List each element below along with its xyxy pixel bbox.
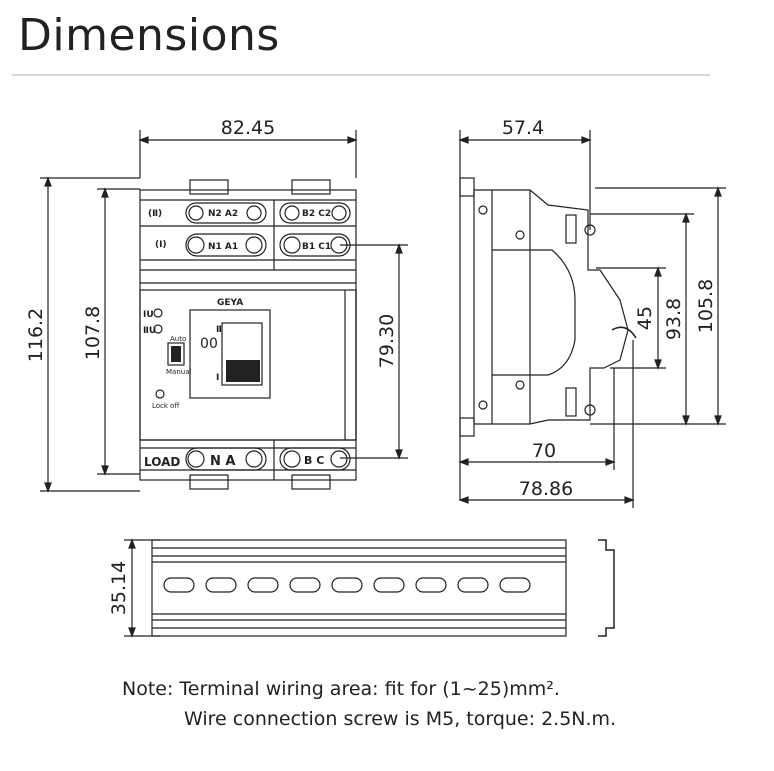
side-top-width-label: 57.4 [502, 117, 544, 139]
front-height-outer-label: 116.2 [25, 308, 47, 362]
load-label: LOAD [144, 455, 180, 469]
load-terms: N A [210, 454, 235, 469]
side-h3-label: 105.8 [695, 279, 717, 333]
note-line-2: Wire connection screw is M5, torque: 2.5… [184, 708, 617, 730]
led-2-label: ⅡU [143, 326, 156, 336]
switch-manual-label: Manual [166, 368, 191, 376]
note-line-1: Note: Terminal wiring area: fit for (1~2… [122, 678, 560, 700]
din-rail-view [124, 538, 615, 638]
row1-terms-right: B1 C1 [302, 242, 331, 252]
row1-left-label: (Ⅰ) [155, 240, 167, 250]
front-height-inner-label: 107.8 [82, 306, 104, 360]
handle-mid-label-b: 0 [209, 336, 218, 352]
side-base-label: 70 [532, 440, 556, 462]
wiring-note: Note: Terminal wiring area: fit for (1~2… [122, 674, 616, 734]
handle-bottom-label: Ⅰ [216, 373, 219, 383]
led-1-label: ⅠU [143, 310, 154, 320]
load-terms-right: B C [304, 454, 324, 467]
side-overall-label: 78.86 [519, 478, 573, 500]
row2-left-label: (Ⅱ) [148, 209, 162, 219]
rail-height-label: 35.14 [108, 561, 130, 615]
front-view [40, 130, 408, 493]
page-title: Dimensions [18, 10, 280, 61]
front-width-label: 82.45 [221, 117, 275, 139]
row2-terms: N2 A2 [208, 209, 238, 219]
side-h2-label: 93.8 [663, 298, 685, 340]
row1-terms: N1 A1 [208, 242, 238, 252]
switch-auto-label: Auto [170, 335, 186, 343]
side-h1-label: 45 [634, 306, 656, 330]
handle-mid-label-a: 0 [200, 336, 209, 352]
brand-logo: GEYA [217, 298, 243, 308]
side-view [458, 130, 726, 508]
lock-off-label: Lock off [152, 402, 179, 410]
title-divider [12, 74, 710, 76]
row2-terms-right: B2 C2 [302, 209, 331, 219]
handle-top-label: Ⅱ [216, 325, 222, 335]
front-mid-height-label: 79.30 [376, 314, 398, 368]
